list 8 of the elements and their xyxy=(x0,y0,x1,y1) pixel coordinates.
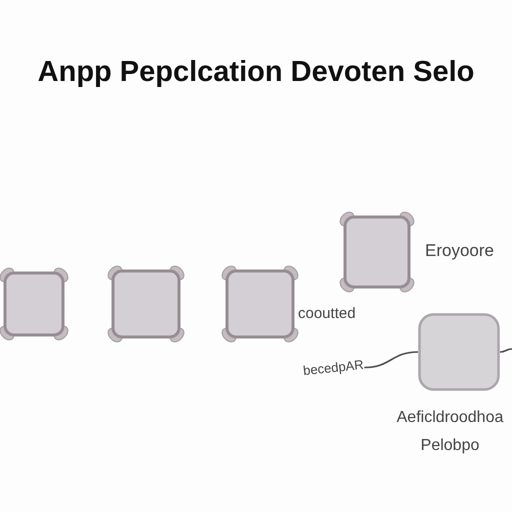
diagram-title: Anpp Pepclcation Devoten Selo xyxy=(36,56,476,89)
node-caption: Eroyoore xyxy=(425,241,494,261)
rounded-square xyxy=(418,313,500,391)
leader-line xyxy=(364,351,418,368)
node-caption: Aeficldroodhoa Pelobpo xyxy=(396,408,504,456)
connector-line xyxy=(500,348,512,353)
leader-label: becedpAR xyxy=(302,356,364,378)
node-caption: cooutted xyxy=(298,305,356,322)
